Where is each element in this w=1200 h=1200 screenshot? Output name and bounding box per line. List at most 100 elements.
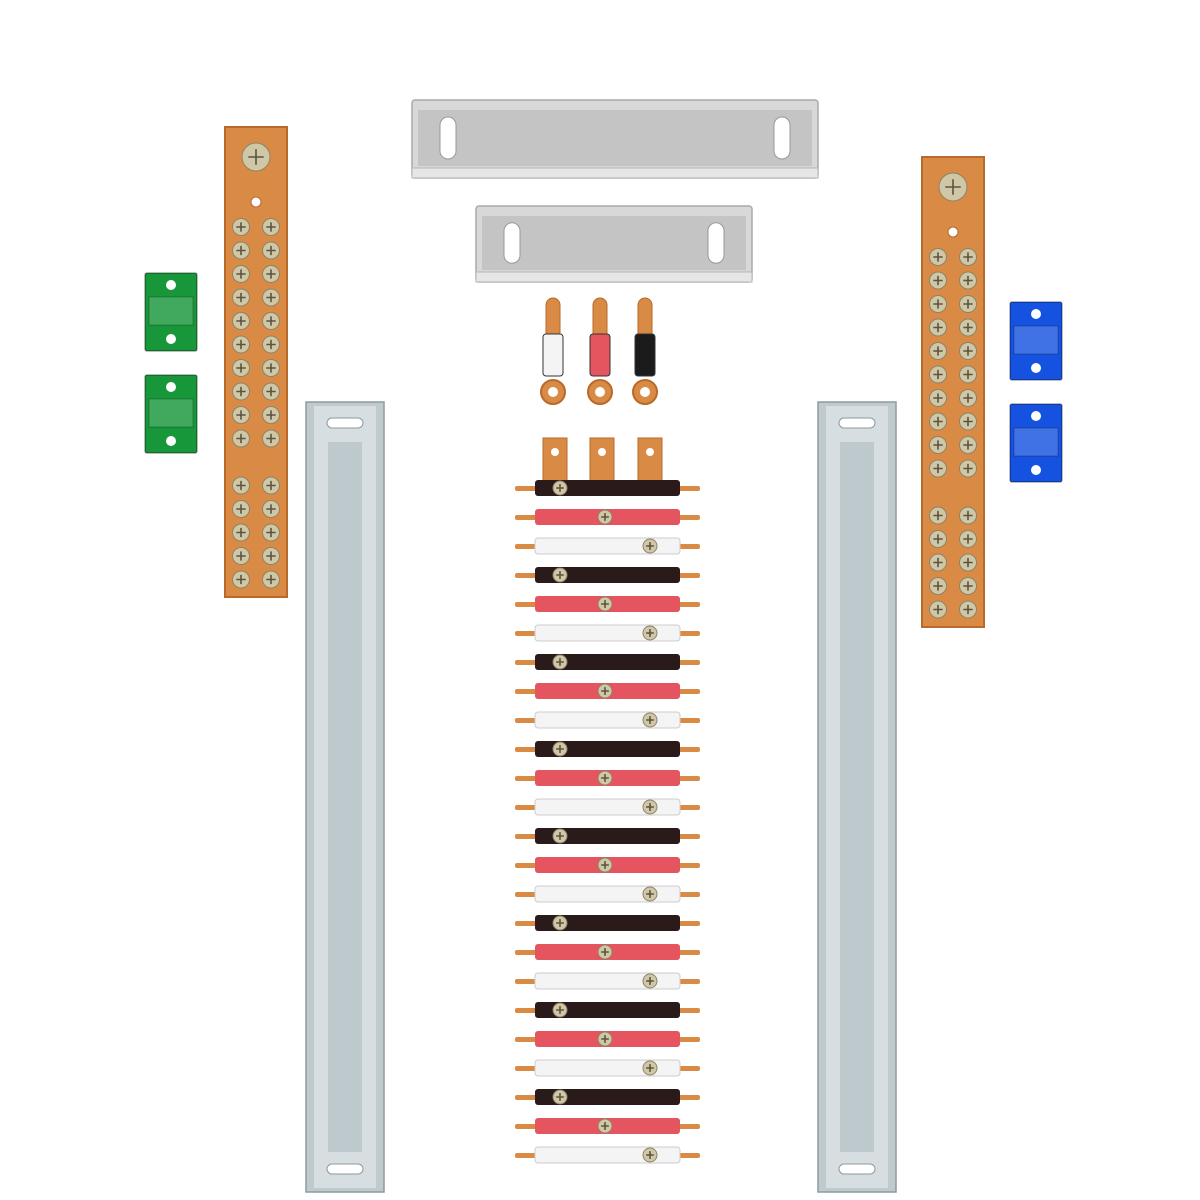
screw-icon [552, 828, 568, 844]
comb-row [515, 1089, 700, 1105]
screw-icon [642, 1060, 658, 1076]
screw-icon [552, 915, 568, 931]
comb-row [515, 972, 700, 990]
green-insulator-top [144, 272, 198, 352]
comb-row [515, 624, 700, 642]
screw-icon [262, 476, 280, 495]
screw-icon [929, 530, 947, 548]
screw-icon [232, 288, 250, 307]
slot-hole [439, 116, 457, 160]
comb-row [515, 1002, 700, 1018]
mounting-plate-large [411, 99, 819, 179]
screw-icon [552, 1089, 568, 1105]
screw-icon [597, 596, 613, 612]
screw-icon [232, 241, 250, 260]
comb-row [515, 683, 700, 699]
cable-terminals [540, 297, 658, 405]
screw-icon [959, 530, 977, 548]
terminal-black [632, 297, 658, 405]
screw-icon [232, 547, 250, 565]
screw-icon [597, 683, 613, 699]
terminal-red [587, 297, 613, 405]
mount-hole [1031, 411, 1041, 421]
screw-icon [929, 577, 947, 595]
comb-row [515, 480, 700, 496]
busbar-tab [637, 437, 663, 485]
comb-row [515, 1031, 700, 1047]
mount-hole [1031, 363, 1041, 373]
screw-icon [959, 295, 977, 313]
screw-icon [262, 218, 280, 236]
rail-slot [326, 417, 364, 429]
mounting-plate-small [475, 205, 753, 283]
green-insulator-bottom [144, 374, 198, 454]
screw-icon [929, 342, 947, 360]
screw-icon [262, 241, 280, 260]
screw-icon [262, 382, 280, 401]
screw-icon [262, 523, 280, 542]
screw-icon [232, 218, 250, 236]
screw-icon [959, 412, 977, 431]
busbar-tab [542, 437, 568, 485]
screw-icon [262, 265, 280, 283]
tab-hole [551, 448, 559, 456]
screw-icon [232, 265, 250, 283]
bar-hole [947, 226, 959, 238]
screw-icon [959, 459, 977, 478]
screw-icon [929, 436, 947, 454]
comb-busbar [515, 437, 700, 1164]
screw-icon [262, 500, 280, 518]
screw-icon [262, 429, 280, 448]
blue-insulator-bottom [1009, 403, 1063, 483]
screw-icon [232, 406, 250, 424]
screw-icon [262, 335, 280, 354]
screw-icon [232, 476, 250, 495]
slot-hole [503, 222, 521, 264]
screw-icon [959, 389, 977, 407]
comb-row [515, 567, 700, 583]
screw-icon [552, 480, 568, 496]
blue-insulator-top [1009, 301, 1063, 381]
screw-icon [959, 436, 977, 454]
screw-icon [262, 547, 280, 565]
screw-icon [262, 288, 280, 307]
terminal-white [540, 297, 566, 405]
screw-icon [959, 553, 977, 572]
screw-icon [959, 577, 977, 595]
mount-hole [166, 436, 176, 446]
screw-icon [597, 770, 613, 786]
screw-icon [552, 741, 568, 757]
screw-icon [642, 712, 658, 728]
screw-icon [929, 365, 947, 384]
screw-icon [232, 312, 250, 330]
screw-icon [642, 973, 658, 989]
copper-busbar-left [224, 126, 288, 598]
screw-icon [938, 172, 968, 202]
screw-icon [642, 886, 658, 902]
screw-icon [642, 538, 658, 554]
screw-icon [597, 1031, 613, 1047]
rail-slot [326, 1163, 364, 1175]
screw-icon [262, 312, 280, 330]
screw-icon [929, 295, 947, 313]
screw-icon [929, 389, 947, 407]
copper-busbars [224, 126, 985, 628]
mount-hole [166, 334, 176, 344]
screw-icon [597, 1118, 613, 1134]
screw-icon [959, 506, 977, 525]
screw-icon [929, 412, 947, 431]
screw-icon [597, 857, 613, 873]
screw-icon [232, 429, 250, 448]
mount-hole [1031, 465, 1041, 475]
screw-icon [959, 600, 977, 619]
comb-row [515, 711, 700, 729]
screw-icon [552, 654, 568, 670]
screw-icon [929, 318, 947, 337]
screw-icon [929, 271, 947, 290]
screw-icon [552, 567, 568, 583]
screw-icon [232, 382, 250, 401]
comb-row [515, 828, 700, 844]
din-rail-left [305, 401, 385, 1193]
screw-icon [232, 523, 250, 542]
